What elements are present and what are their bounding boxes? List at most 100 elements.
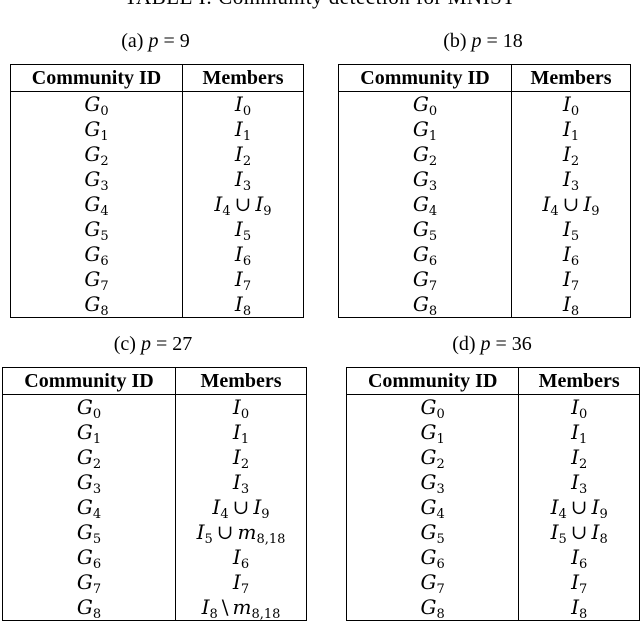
header-community-id: Community ID — [10, 64, 183, 92]
community-id-cell: G5 — [345, 520, 520, 546]
community-id-cell: G0 — [345, 394, 520, 421]
community-id-cell: G2 — [345, 445, 520, 471]
members-cell: I8\m8,18 — [175, 595, 307, 621]
community-id-cell: G4 — [338, 192, 512, 218]
members-cell: I5 — [182, 217, 304, 243]
members-cell: I8 — [518, 595, 640, 621]
community-id-cell: G4 — [2, 495, 176, 521]
members-cell: I2 — [511, 142, 631, 168]
community-id-cell: G1 — [345, 420, 520, 446]
caption-value: = 27 — [150, 333, 193, 355]
members-cell: I4∪I9 — [511, 192, 631, 218]
caption-param: p — [480, 333, 491, 355]
community-id-cell: G0 — [10, 91, 183, 118]
caption-c: (c) p = 27 — [2, 331, 304, 357]
community-id-cell: G2 — [338, 142, 512, 168]
members-cell: I6 — [175, 545, 307, 571]
community-id-cell: G4 — [10, 192, 183, 218]
community-id-cell: G8 — [10, 292, 183, 318]
community-id-cell: G8 — [345, 595, 520, 621]
members-cell: I3 — [518, 470, 640, 496]
community-id-cell: G0 — [338, 91, 512, 118]
community-id-cell: G7 — [2, 570, 176, 596]
members-cell: I0 — [182, 91, 304, 118]
community-id-cell: G1 — [10, 117, 183, 143]
caption-d: (d) p = 36 — [346, 331, 638, 357]
caption-a: (a) p = 9 — [10, 28, 301, 54]
community-id-cell: G6 — [345, 545, 520, 571]
caption-b: (b) p = 18 — [338, 28, 628, 54]
header-members: Members — [518, 367, 640, 395]
members-cell: I4∪I9 — [518, 495, 640, 521]
header-members: Members — [511, 64, 631, 92]
community-id-cell: G1 — [338, 117, 512, 143]
members-cell: I2 — [518, 445, 640, 471]
caption-label: (d) — [452, 333, 481, 355]
caption-value: = 9 — [158, 30, 190, 52]
members-cell: I5 — [511, 217, 631, 243]
community-id-cell: G3 — [345, 470, 520, 496]
caption-label: (a) — [121, 30, 149, 52]
members-cell: I8 — [511, 292, 631, 318]
members-cell: I7 — [175, 570, 307, 596]
header-community-id: Community ID — [345, 367, 520, 395]
members-cell: I8 — [182, 292, 304, 318]
community-id-cell: G0 — [2, 394, 176, 421]
community-id-cell: G7 — [345, 570, 520, 596]
caption-value: = 36 — [490, 333, 532, 355]
members-cell: I3 — [182, 167, 304, 193]
community-id-cell: G4 — [345, 495, 520, 521]
members-cell: I7 — [511, 267, 631, 293]
members-cell: I4∪I9 — [175, 495, 307, 521]
members-cell: I2 — [182, 142, 304, 168]
members-cell: I4∪I9 — [182, 192, 304, 218]
community-id-cell: G5 — [10, 217, 183, 243]
members-cell: I0 — [511, 91, 631, 118]
header-members: Members — [182, 64, 304, 92]
members-cell: I1 — [518, 420, 640, 446]
caption-param: p — [471, 30, 482, 52]
header-members: Members — [175, 367, 307, 395]
community-id-cell: G2 — [10, 142, 183, 168]
members-cell: I1 — [175, 420, 307, 446]
community-id-cell: G5 — [338, 217, 512, 243]
community-id-cell: G5 — [2, 520, 176, 546]
community-id-cell: G2 — [2, 445, 176, 471]
members-cell: I5∪m8,18 — [175, 520, 307, 546]
members-cell: I6 — [511, 242, 631, 268]
community-id-cell: G8 — [338, 292, 512, 318]
